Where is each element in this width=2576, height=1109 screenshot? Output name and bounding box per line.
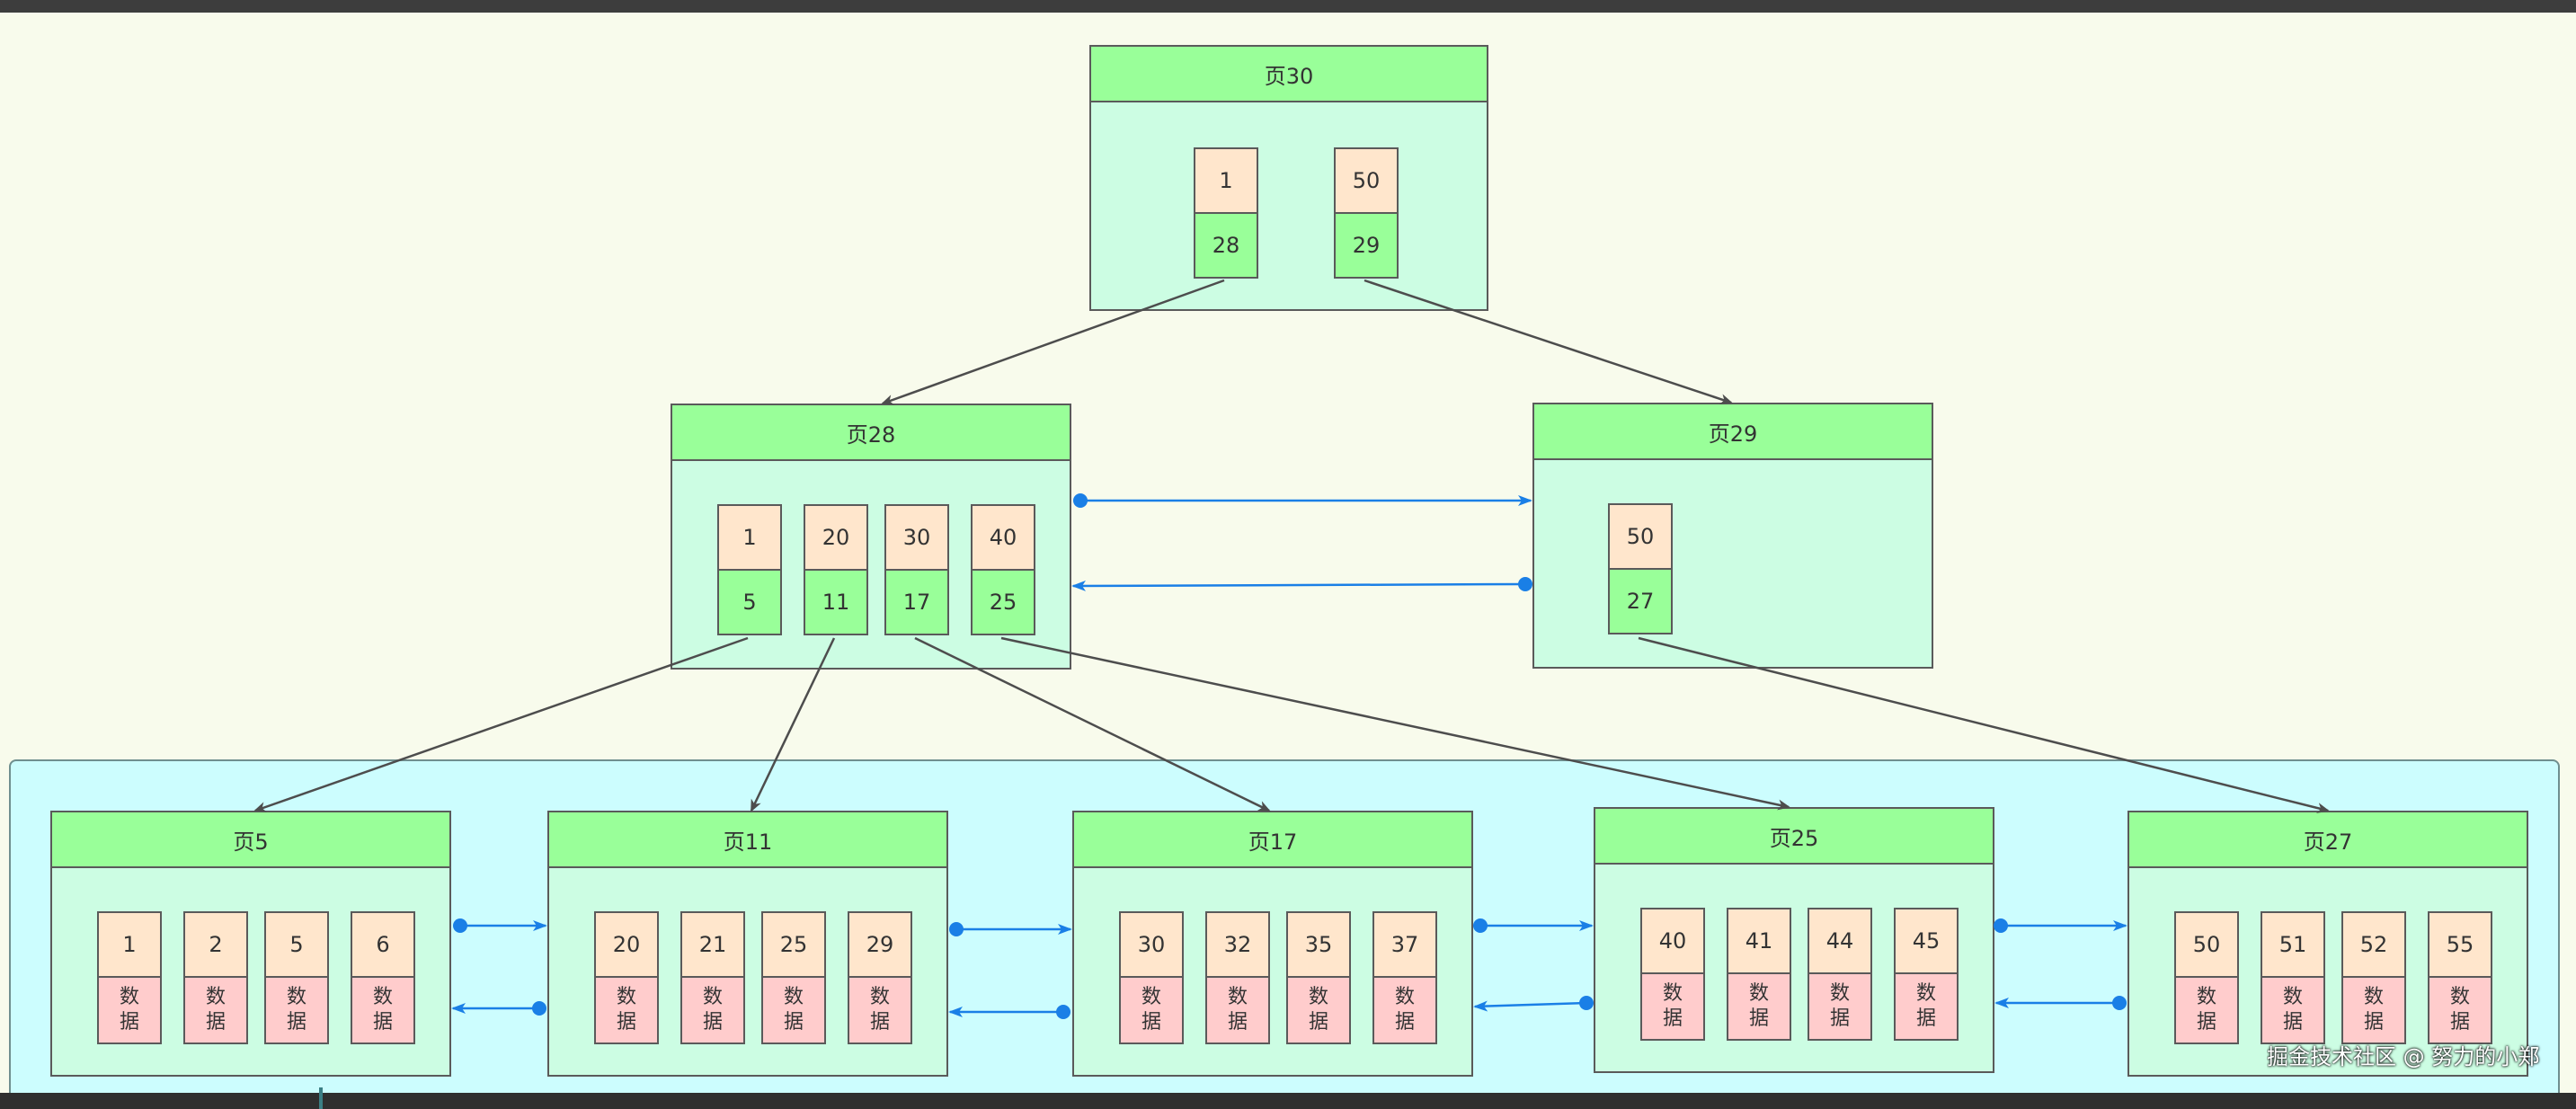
record-key: 41 — [1727, 908, 1791, 974]
record-key: 21 — [680, 911, 745, 978]
record-data: 数据 — [97, 976, 162, 1044]
prev-page-link — [1473, 1000, 1587, 1012]
child-page-pointer: 25 — [971, 569, 1035, 635]
page-17: 页17 30 数据 32 数据 35 数据 37 数据 — [1072, 811, 1473, 1077]
record-data: 数据 — [2428, 976, 2492, 1044]
child-page-pointer: 17 — [884, 569, 949, 635]
child-page-pointer: 11 — [804, 569, 868, 635]
record-data: 数据 — [2174, 976, 2239, 1044]
record-data: 数据 — [848, 976, 912, 1044]
page-5: 页5 1 数据 2 数据 5 数据 6 数据 — [50, 811, 451, 1077]
page-27: 页27 50 数据 51 数据 52 数据 55 数据 — [2127, 811, 2528, 1077]
bottom-bar — [0, 1093, 2576, 1109]
page-29: 页29 50 27 — [1532, 403, 1933, 669]
record-data: 数据 — [264, 976, 329, 1044]
link-origin-dot — [949, 922, 964, 936]
page-25-title: 页25 — [1595, 809, 1993, 865]
tree-pointer-arrow — [750, 637, 836, 812]
page-11: 页11 20 数据 21 数据 25 数据 29 数据 — [547, 811, 948, 1077]
record-data: 数据 — [351, 976, 415, 1044]
link-origin-dot — [1056, 1005, 1070, 1019]
record-data: 数据 — [2341, 976, 2406, 1044]
record-key: 44 — [1808, 908, 1872, 974]
index-key: 1 — [1194, 147, 1258, 214]
record-data: 数据 — [2261, 976, 2325, 1044]
record-key: 5 — [264, 911, 329, 978]
record-key: 20 — [594, 911, 659, 978]
record-key: 51 — [2261, 911, 2325, 978]
child-page-pointer: 28 — [1194, 212, 1258, 279]
record-key: 37 — [1372, 911, 1437, 978]
record-key: 6 — [351, 911, 415, 978]
bottom-bar-accent — [319, 1087, 323, 1109]
link-origin-dot — [1073, 493, 1088, 508]
page-29-title: 页29 — [1534, 404, 1932, 460]
record-key: 25 — [761, 911, 826, 978]
record-data: 数据 — [1372, 976, 1437, 1044]
record-data: 数据 — [1640, 972, 1705, 1041]
record-key: 29 — [848, 911, 912, 978]
record-data: 数据 — [1119, 976, 1184, 1044]
link-origin-dot — [1579, 996, 1594, 1010]
link-origin-dot — [1473, 918, 1488, 933]
record-key: 40 — [1640, 908, 1705, 974]
watermark: 掘金技术社区 @ 努力的小郑 — [2267, 1044, 2540, 1069]
link-origin-dot — [1518, 577, 1532, 591]
link-origin-dot — [453, 918, 467, 933]
record-data: 数据 — [1808, 972, 1872, 1041]
tree-pointer-arrow — [881, 279, 1225, 405]
record-key: 2 — [183, 911, 248, 978]
page-28-title: 页28 — [672, 405, 1070, 461]
record-key: 32 — [1205, 911, 1270, 978]
index-key: 1 — [717, 504, 782, 571]
record-data: 数据 — [1286, 976, 1351, 1044]
record-key: 35 — [1286, 911, 1351, 978]
tree-pointer-arrow — [914, 636, 1271, 812]
record-data: 数据 — [183, 976, 248, 1044]
link-origin-dot — [1994, 918, 2008, 933]
page-25: 页25 40 数据 41 数据 44 数据 45 数据 — [1594, 807, 1994, 1073]
child-page-pointer: 5 — [717, 569, 782, 635]
index-key: 50 — [1608, 503, 1673, 570]
record-key: 1 — [97, 911, 162, 978]
record-key: 55 — [2428, 911, 2492, 978]
record-data: 数据 — [594, 976, 659, 1044]
page-11-title: 页11 — [549, 812, 946, 868]
child-page-pointer: 27 — [1608, 568, 1673, 634]
child-page-pointer: 29 — [1334, 212, 1399, 279]
index-key: 50 — [1334, 147, 1399, 214]
record-data: 数据 — [1727, 972, 1791, 1041]
page-27-title: 页27 — [2129, 812, 2527, 868]
tree-pointer-arrow — [253, 636, 749, 812]
page-30-title: 页30 — [1091, 47, 1487, 102]
record-data: 数据 — [1894, 972, 1959, 1041]
page-30: 页30 1 28 50 29 — [1089, 45, 1488, 311]
record-data: 数据 — [1205, 976, 1270, 1044]
page-17-title: 页17 — [1074, 812, 1471, 868]
link-origin-dot — [532, 1001, 546, 1016]
record-data: 数据 — [761, 976, 826, 1044]
page-28: 页28 1 5 20 11 30 17 40 25 — [671, 404, 1071, 670]
tree-pointer-arrow — [1000, 636, 1790, 811]
link-origin-dot — [2112, 996, 2127, 1010]
record-data: 数据 — [680, 976, 745, 1044]
top-bar — [0, 0, 2576, 13]
page-5-title: 页5 — [52, 812, 449, 868]
record-key: 30 — [1119, 911, 1184, 978]
tree-pointer-arrow — [1638, 636, 2330, 813]
record-key: 50 — [2174, 911, 2239, 978]
prev-page-link — [1071, 580, 1526, 591]
tree-pointer-arrow — [1364, 279, 1733, 404]
index-key: 30 — [884, 504, 949, 571]
